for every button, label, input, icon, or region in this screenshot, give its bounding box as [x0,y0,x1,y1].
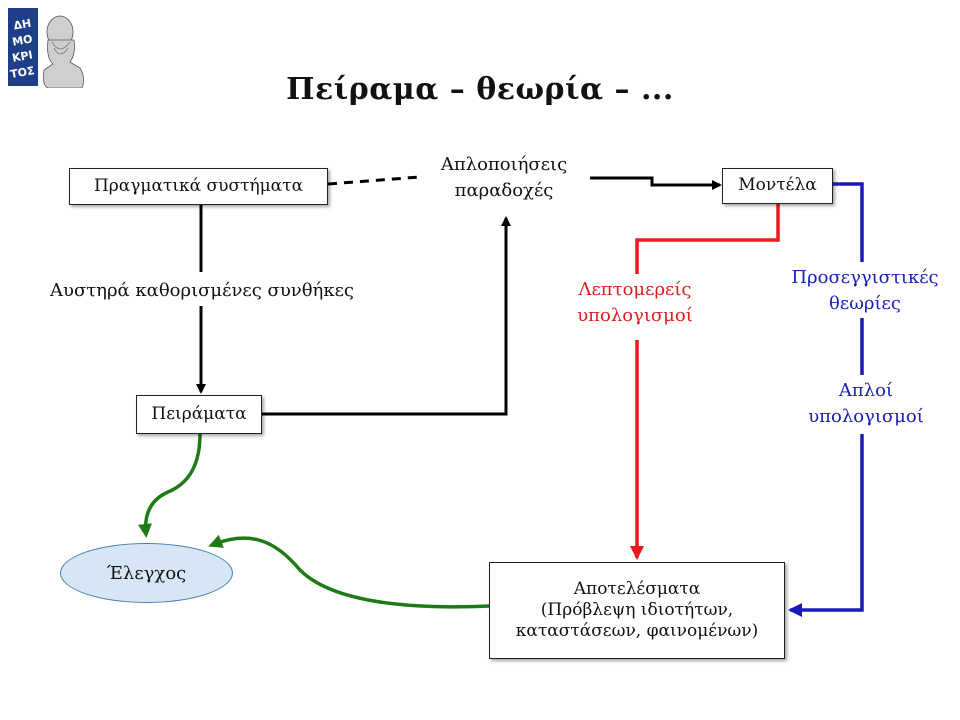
simplifications-label: Απλοποιήσεις παραδοχές [416,152,592,203]
edge-simplifications-to-models [590,176,722,190]
edge-results-to-check [208,534,490,609]
real-systems-label: Πραγματικά συστήματα [93,175,304,196]
models-box: Μοντέλα [722,168,833,204]
logo-text-2: ΜΟ [11,32,33,48]
edge-models-to-results-blue-bottom [788,434,864,617]
logo: ΔΗ ΜΟ ΚΡΙ ΤΟΣ [8,8,86,89]
edge-real-to-simplifications [327,175,421,186]
simplifications-line-1: Απλοποιήσεις [440,154,568,175]
logo-text-3: ΚΡΙ [11,48,34,64]
real-systems-box: Πραγματικά συστήματα [69,168,328,205]
logo-text-4: ΤΟΣ [9,64,35,81]
check-label: Έλεγχος [106,562,187,584]
simple-calc-line-2: υπολογισμοί [808,405,924,427]
models-label: Μοντέλα [738,175,817,196]
simple-calc-line-1: Απλοί [838,380,894,401]
detailed-calc-line-1: Λεπτομερείς [578,279,692,300]
approximate-theories-label: Προσεγγιστικές θεωρίες [770,265,960,316]
edge-models-to-results-blue-top [833,182,864,262]
results-line-2: (Πρόβλεψη ιδιοτήτων, [540,599,734,620]
simplifications-line-2: παραδοχές [454,179,554,201]
edge-experiments-to-check [137,433,202,538]
strict-conditions-label: Αυστηρά καθορισμένες συνθήκες [50,280,354,301]
simple-calculations-label: Απλοί υπολογισμοί [786,378,946,429]
edge-experiments-to-simplifications [262,216,511,416]
approx-line-1: Προσεγγιστικές [791,267,939,288]
detailed-calculations-label: Λεπτομερείς υπολογισμοί [560,277,710,328]
slide-title: Πείραμα – θεωρία – ... [286,72,674,107]
edge-models-to-results-red [635,204,780,274]
experiments-label: Πειράματα [151,403,247,424]
results-line-3: καταστάσεων, φαινομένων) [515,621,759,642]
results-box: Αποτελέσματα (Πρόβλεψη ιδιοτήτων, καταστ… [489,562,785,659]
bust-icon [43,15,84,89]
logo-text-1: ΔΗ [13,17,33,33]
detailed-calc-line-2: υπολογισμοί [577,304,693,326]
experiments-box: Πειράματα [136,395,262,434]
approx-line-2: θεωρίες [829,292,901,314]
check-ellipse: Έλεγχος [60,543,233,603]
results-line-1: Αποτελέσματα [573,578,701,599]
